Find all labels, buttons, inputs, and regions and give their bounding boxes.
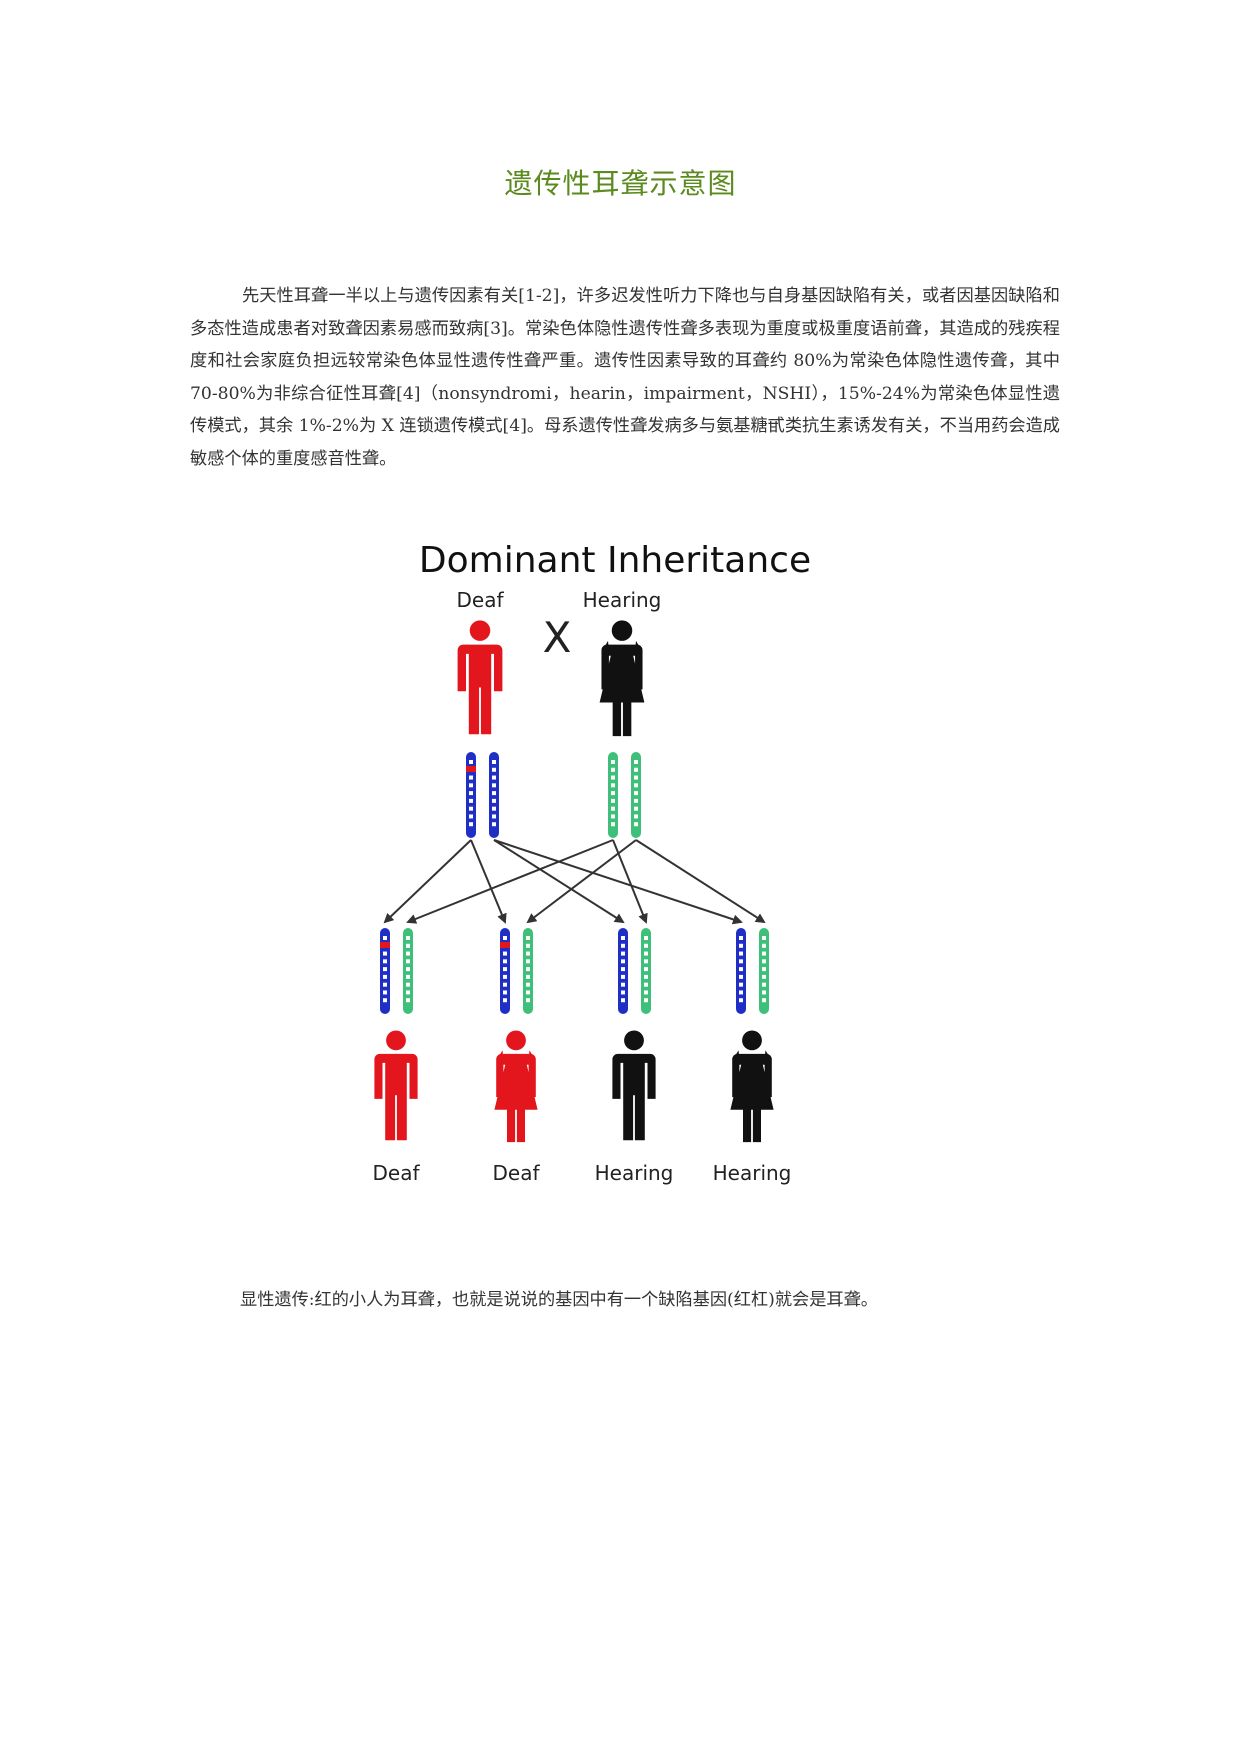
defect-gene-band (380, 942, 390, 948)
father-chromosome-defective (466, 752, 476, 838)
inheritance-arrow (635, 839, 766, 924)
male-person-icon (457, 620, 503, 735)
inheritance-arrow (526, 839, 637, 924)
child-3-father-chromosome (618, 928, 628, 1014)
child-4-mother-chromosome (759, 928, 769, 1014)
female-person-icon (730, 1030, 774, 1143)
cross-symbol: X (543, 613, 572, 662)
child-2 (494, 1030, 538, 1143)
parent-father (457, 620, 503, 735)
child-1-father-chromosome (380, 928, 390, 1014)
figure-heading: Dominant Inheritance (419, 540, 811, 581)
chromosomes-layer (380, 752, 769, 1014)
arrows-layer (383, 839, 766, 925)
female-person-icon (599, 620, 645, 737)
child-4 (730, 1030, 774, 1143)
defect-gene-band (466, 766, 476, 772)
page-title: 遗传性耳聋示意图 (504, 167, 737, 200)
parent-label: Deaf (456, 588, 504, 612)
male-person-icon (612, 1030, 656, 1141)
child-2-mother-chromosome (523, 928, 533, 1014)
mother-chromosome-1 (608, 752, 618, 838)
child-label: Hearing (713, 1161, 792, 1185)
female-person-icon (494, 1030, 538, 1143)
inheritance-arrow (383, 839, 472, 924)
defect-gene-band (500, 942, 510, 948)
child-label: Hearing (595, 1161, 674, 1185)
child-1 (374, 1030, 418, 1141)
inheritance-arrow (493, 839, 743, 925)
body-paragraph: 先天性耳聋一半以上与遗传因素有关[1-2]，许多迟发性听力下降也与自身基因缺陷有… (190, 286, 1060, 469)
child-label: Deaf (372, 1161, 420, 1185)
child-label: Deaf (492, 1161, 540, 1185)
children-row: Deaf Deaf Hearing Hearing (372, 1030, 792, 1185)
child-1-mother-chromosome (403, 928, 413, 1014)
male-person-icon (374, 1030, 418, 1141)
child-3 (612, 1030, 656, 1141)
parent-label: Hearing (583, 588, 662, 612)
mother-chromosome-2 (631, 752, 641, 838)
parent-mother (599, 620, 645, 737)
inheritance-arrow (493, 839, 625, 924)
inheritance-arrow (406, 839, 614, 924)
father-chromosome-normal (489, 752, 499, 838)
figure-caption: 显性遗传:红的小人为耳聋，也就是说说的基因中有一个缺陷基因(红杠)就会是耳聋。 (240, 1290, 878, 1310)
child-2-father-chromosome (500, 928, 510, 1014)
parents-row: Deaf Hearing (456, 588, 662, 737)
inheritance-arrow (470, 839, 507, 924)
child-4-father-chromosome (736, 928, 746, 1014)
child-3-mother-chromosome (641, 928, 651, 1014)
